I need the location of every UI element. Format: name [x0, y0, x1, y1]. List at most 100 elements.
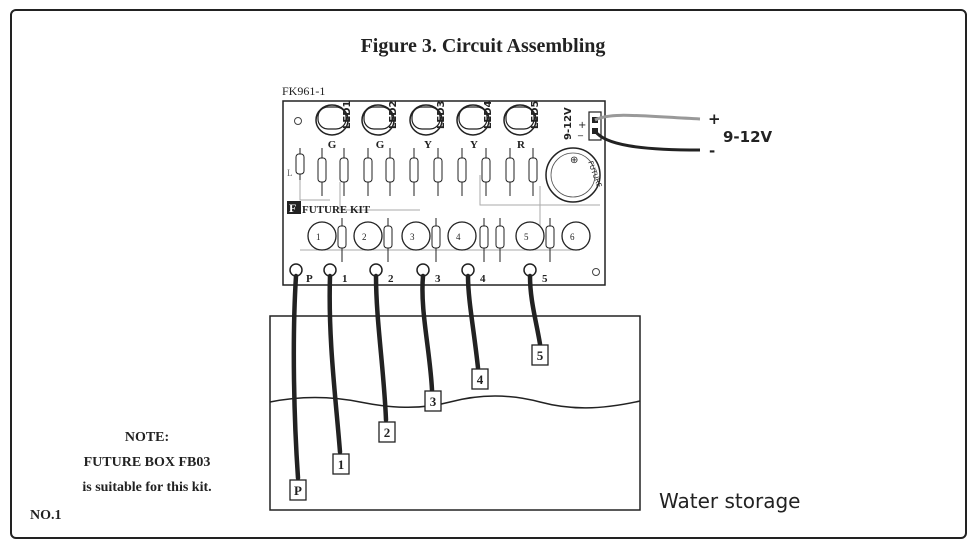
supply-plus-sign: +	[708, 110, 721, 128]
resistor	[431, 218, 441, 262]
led-5: LED5 R	[503, 100, 541, 151]
resistor	[505, 148, 515, 196]
led-1-name: LED1	[342, 100, 353, 129]
led-2: LED2 G	[361, 100, 399, 151]
board-pin-5-label: 5	[542, 273, 548, 285]
probe-tag-p: P	[289, 479, 307, 501]
probe-wire-3	[420, 273, 435, 393]
water-storage-label: Water storage	[659, 489, 800, 513]
buzzer-plus: ⊕	[570, 155, 578, 166]
board-id-label: FK961-1	[282, 84, 325, 98]
board-mark: L	[287, 168, 293, 178]
probe-wire-2	[373, 273, 389, 423]
logo-f-glyph: F	[289, 201, 296, 215]
probe-wire-p	[291, 273, 301, 481]
led-1-color: G	[328, 139, 337, 151]
supply-voltage-label: 9-12V	[723, 128, 773, 146]
probe-tag-3-label: 3	[430, 394, 437, 409]
led-1: LED1 G	[315, 100, 353, 151]
transistor-6-number: 6	[570, 232, 575, 242]
note-line-1: FUTURE BOX FB03	[84, 455, 211, 470]
transistor-row: 1 2 3 4 5 6	[307, 221, 591, 251]
led-3-name: LED3	[436, 100, 447, 129]
resistor	[545, 218, 555, 262]
resistor	[409, 148, 419, 196]
water-storage-tank	[269, 315, 641, 511]
led-5-color: R	[517, 139, 526, 151]
transistor-3: 3	[401, 221, 431, 251]
positive-wire	[594, 113, 701, 122]
led-4: LED4 Y	[456, 100, 494, 151]
transistor-4-number: 4	[456, 232, 461, 242]
small-resistors	[337, 218, 555, 262]
transistor-5-number: 5	[524, 232, 529, 242]
resistor	[337, 218, 347, 262]
probe-tag-4-label: 4	[477, 372, 484, 387]
negative-wire	[593, 130, 701, 152]
transistor-1: 1	[307, 221, 337, 251]
board-pin-2-label: 2	[388, 273, 394, 285]
probe-tag-5: 5	[531, 344, 549, 366]
probe-wire-4	[465, 273, 481, 371]
board-pin-p-label: P	[306, 273, 313, 285]
probe-wires	[291, 273, 543, 481]
probe-tag-p-label: P	[294, 483, 302, 498]
probe-tags: P 1 2 3 4 5	[289, 344, 549, 501]
led-2-name: LED2	[388, 100, 399, 129]
power-terminal-label: 9-12V	[563, 107, 574, 140]
supply-minus-sign: -	[709, 142, 715, 160]
future-kit-logo: F FUTURE KIT	[287, 201, 371, 216]
board-pin-4-label: 4	[480, 273, 486, 285]
led-row: LED1 G LED2 G LED3 Y LED4 Y LED5 R	[315, 100, 541, 151]
transistor-4: 4	[447, 221, 477, 251]
led-4-color: Y	[470, 139, 478, 151]
probe-tag-1-label: 1	[338, 457, 345, 472]
board-minus-sign: _	[577, 126, 584, 137]
transistor-6: 6	[561, 221, 591, 251]
resistor	[295, 148, 305, 180]
probe-wire-1	[327, 273, 343, 455]
resistor	[363, 148, 373, 196]
mounting-hole	[592, 268, 600, 276]
resistor	[528, 148, 538, 196]
probe-tag-5-label: 5	[537, 348, 544, 363]
resistor	[479, 218, 489, 262]
probe-tag-1: 1	[332, 453, 350, 475]
led-4-name: LED4	[483, 100, 494, 129]
resistor	[339, 148, 349, 196]
probe-tag-3: 3	[424, 390, 442, 412]
resistor	[457, 148, 467, 196]
board-pin-3-label: 3	[435, 273, 441, 285]
note-heading: NOTE:	[125, 430, 169, 445]
note-block: NOTE: FUTURE BOX FB03 is suitable for th…	[30, 430, 212, 523]
probe-tag-4: 4	[471, 368, 489, 390]
led-3-color: Y	[424, 139, 432, 151]
led-5-name: LED5	[530, 100, 541, 129]
resistor	[433, 148, 443, 196]
buzzer: ⊕ FUTURE	[545, 147, 603, 203]
probe-wire-5	[527, 273, 543, 347]
transistor-2-number: 2	[362, 232, 367, 242]
probe-tag-2-label: 2	[384, 425, 391, 440]
led-2-color: G	[376, 139, 385, 151]
figure-title: Figure 3. Circuit Assembling	[361, 35, 606, 57]
note-line-2: is suitable for this kit.	[82, 480, 211, 495]
transistor-2: 2	[353, 221, 383, 251]
resistor	[495, 218, 505, 262]
board-plus-sign: +	[578, 120, 586, 131]
led-3: LED3 Y	[409, 100, 447, 151]
resistor	[385, 148, 395, 196]
probe-tag-2: 2	[378, 421, 396, 443]
resistor	[481, 148, 491, 196]
resistor-array	[295, 148, 538, 196]
note-number: NO.1	[30, 508, 62, 523]
transistor-3-number: 3	[410, 232, 415, 242]
board-pin-1-label: 1	[342, 273, 348, 285]
transistor-1-number: 1	[316, 232, 321, 242]
transistor-5: 5	[515, 221, 545, 251]
mounting-hole	[294, 117, 302, 125]
resistor	[317, 148, 327, 196]
board-pins: P 1 2 3 4 5	[289, 263, 548, 285]
resistor	[383, 218, 393, 262]
